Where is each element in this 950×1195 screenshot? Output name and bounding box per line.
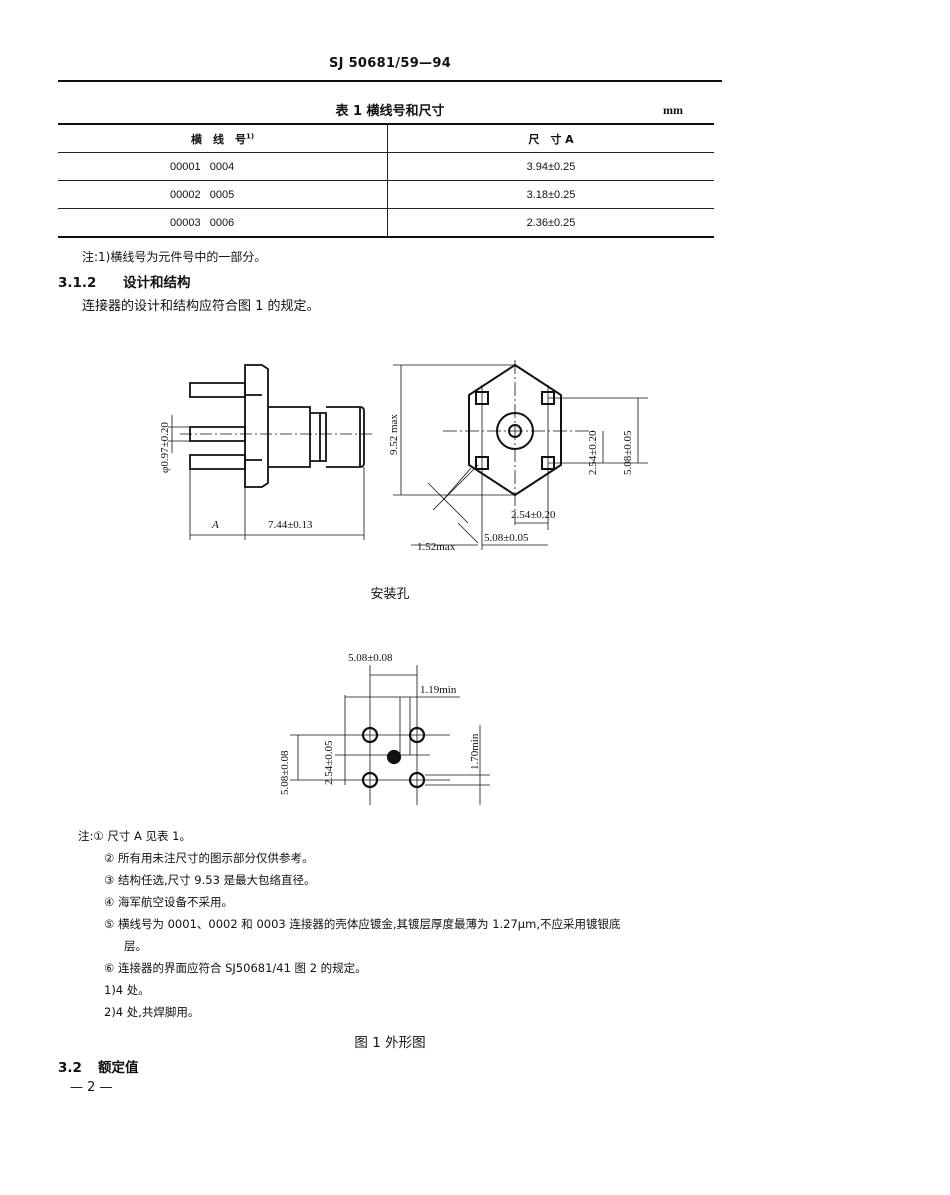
note-item: ④ 海军航空设备不采用。 <box>104 895 233 909</box>
dimension-table: 横 线 号1) 尺 寸 A 00001 0004 3.94±0.25 00002… <box>58 123 714 238</box>
part-number-a: 00002 <box>170 188 201 201</box>
top-width-label: 5.08±0.08 <box>348 652 393 664</box>
left-small-label: 2.54±0.05 <box>323 740 335 785</box>
part-number-b: 0004 <box>209 160 235 173</box>
note-item: 2)4 处,共焊脚用。 <box>104 1005 200 1019</box>
note-item: ⑤ 横线号为 0001、0002 和 0003 连接器的壳体应镀金,其镀层厚度最… <box>104 917 621 931</box>
document-code: SJ 50681/59—94 <box>328 56 452 71</box>
side-view-drawing: φ0.97±0.20 A 7.44±0.13 <box>159 364 375 540</box>
horizontal-large-label: 5.08±0.05 <box>484 532 529 544</box>
figure-notes: 注:① 尺寸 A 见表 1。 ② 所有用未注尺寸的图示部分仅供参考。 ③ 结构任… <box>78 825 620 1023</box>
header-rule <box>58 80 722 82</box>
vertical-large-label: 5.08±0.05 <box>622 430 634 475</box>
table-unit: mm <box>663 103 683 117</box>
figure-caption: 图 1 外形图 <box>354 1035 426 1051</box>
part-number-b: 0005 <box>209 188 235 201</box>
note-item-continued: 层。 <box>124 939 147 953</box>
dimension-value: 3.18±0.25 <box>387 180 714 209</box>
pin-diameter-label: φ0.97±0.20 <box>159 422 171 473</box>
table-row: 00003 0006 2.36±0.25 <box>58 208 714 238</box>
section-paragraph: 连接器的设计和结构应符合图 1 的规定。 <box>82 299 320 314</box>
front-view-drawing: 9.52 max 2.54±0.20 5.08±0.05 2.54±0.20 5… <box>388 360 648 553</box>
table-row: 00002 0005 3.18±0.25 <box>58 180 714 209</box>
note-item: ② 所有用未注尺寸的图示部分仅供参考。 <box>104 851 314 865</box>
note-item: 注:① 尺寸 A 见表 1。 <box>78 829 191 843</box>
height-max-label: 9.52 max <box>388 414 400 455</box>
vertical-small-label: 2.54±0.20 <box>587 430 599 475</box>
right-height-label: 1.70min <box>469 733 481 770</box>
column-header-dash-number: 横 线 号1) <box>58 123 388 153</box>
chamfer-label: 1.52max <box>417 541 456 553</box>
table-row: 00001 0004 3.94±0.25 <box>58 152 714 181</box>
horizontal-small-label: 2.54±0.20 <box>511 509 556 521</box>
note-item: ③ 结构任选,尺寸 9.53 是最大包络直径。 <box>104 873 316 887</box>
page-number: — 2 — <box>70 1080 113 1095</box>
dimension-value: 3.94±0.25 <box>387 152 714 181</box>
table-header-row: 横 线 号1) 尺 寸 A <box>58 123 714 153</box>
slot-width-label: 1.19min <box>420 684 457 696</box>
dimension-value: 2.36±0.25 <box>387 208 714 238</box>
note-item: 1)4 处。 <box>104 983 150 997</box>
mounting-holes-drawing: 5.08±0.08 1.19min 5.08±0.08 2.54±0.05 1.… <box>279 652 490 805</box>
note-item: ⑥ 连接器的界面应符合 SJ50681/41 图 2 的规定。 <box>104 961 367 975</box>
part-number-a: 00001 <box>170 160 201 173</box>
column-header-dimension-a: 尺 寸 A <box>387 123 714 153</box>
table-title: 表 1 横线号和尺寸 <box>335 104 445 119</box>
part-number-a: 00003 <box>170 216 201 229</box>
left-height-label: 5.08±0.08 <box>279 750 291 795</box>
length-label: 7.44±0.13 <box>268 519 313 531</box>
table-footnote: 注:1)横线号为元件号中的一部分。 <box>82 250 267 264</box>
part-number-b: 0006 <box>209 216 235 229</box>
mounting-holes-title: 安装孔 <box>370 587 410 602</box>
dimension-a-label: A <box>211 519 219 531</box>
